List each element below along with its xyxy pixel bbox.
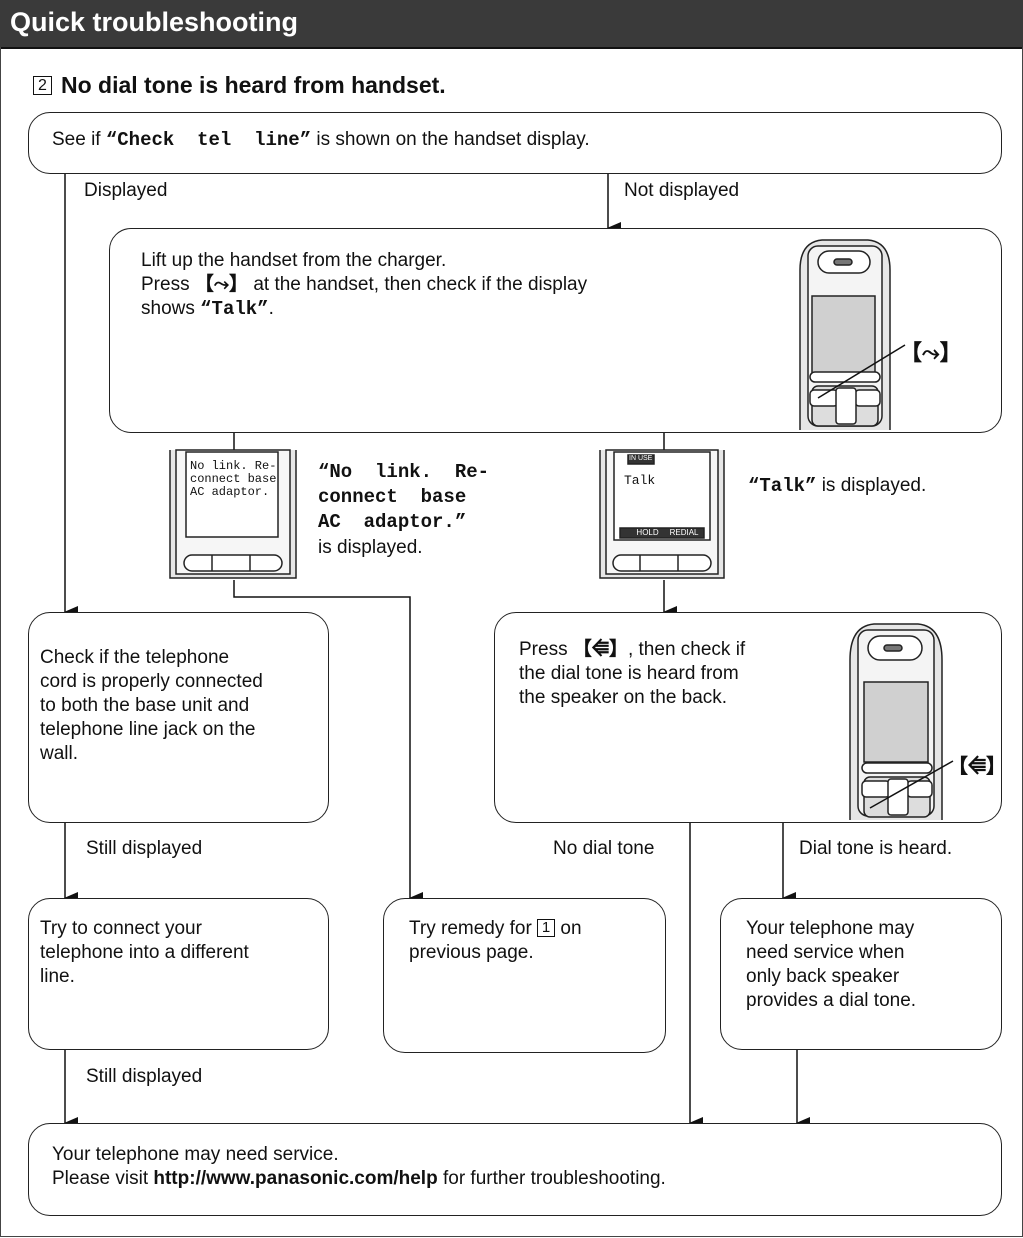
step-service-text: Your telephone may need service. Please … xyxy=(52,1143,666,1191)
talk-msg-post: is displayed. xyxy=(816,475,927,496)
check-display-post: is shown on the handset display. xyxy=(311,129,590,150)
label-still-displayed-1: Still displayed xyxy=(86,838,203,859)
speaker-line1-pre: Press xyxy=(519,639,573,660)
step-check-display-text: See if “Check tel line” is shown on the … xyxy=(52,128,590,152)
step-back-speaker-text: Your telephone may need service when onl… xyxy=(746,917,916,1013)
cord-line: cord is properly connected xyxy=(40,671,263,692)
step-speaker-text: Press 【⭅】, then check if the dial tone i… xyxy=(519,638,745,710)
different-line-line: telephone into a different xyxy=(40,942,249,963)
check-display-pre: See if xyxy=(52,129,106,150)
back-speaker-line: Your telephone may xyxy=(746,918,915,939)
check-display-code: “Check tel line” xyxy=(105,129,312,151)
different-line-line: line. xyxy=(40,966,75,987)
lcd-talk-text: Talk xyxy=(624,473,656,488)
lcd-nolink: No link. Re- connect base AC adaptor. xyxy=(190,460,276,499)
service-line1: Your telephone may need service. xyxy=(52,1144,339,1165)
remedy-line2: previous page. xyxy=(409,942,534,963)
remedy-post: on xyxy=(555,918,582,939)
back-speaker-line: need service when xyxy=(746,942,905,963)
cord-line: telephone line jack on the xyxy=(40,719,256,740)
label-displayed: Displayed xyxy=(84,180,168,201)
step-cord-text: Check if the telephone cord is properly … xyxy=(40,646,263,766)
step-cord-box xyxy=(28,612,329,823)
different-line-line: Try to connect your xyxy=(40,918,202,939)
speaker-line3: the speaker on the back. xyxy=(519,687,728,708)
nolink-msg-line3: AC adaptor.” xyxy=(318,511,467,533)
lcd-nolink-line: connect base xyxy=(190,472,277,486)
back-speaker-line: provides a dial tone. xyxy=(746,990,917,1011)
step-remedy-box xyxy=(383,898,666,1053)
lift-line2-pre: Press xyxy=(141,274,195,295)
lcd-softkey: REDIAL xyxy=(669,528,699,537)
lift-line1: Lift up the handset from the charger. xyxy=(141,250,447,271)
lift-line3-code: “Talk” xyxy=(200,298,269,320)
cord-line: to both the base unit and xyxy=(40,695,250,716)
lcd-softkey: HOLD xyxy=(636,528,659,537)
arrow-nolink-to-remedy xyxy=(233,580,423,904)
talk-msg-code: “Talk” xyxy=(748,475,817,497)
page-title: Quick troubleshooting xyxy=(10,7,298,37)
lcd-softkeys: HOLD REDIAL xyxy=(620,528,704,538)
step-service-box xyxy=(28,1123,1002,1216)
help-link[interactable]: http://www.panasonic.com/help xyxy=(153,1168,438,1189)
step-check-display-box xyxy=(28,112,1002,174)
step-lift-text: Lift up the handset from the charger. Pr… xyxy=(141,249,587,321)
talk-message: “Talk” is displayed. xyxy=(748,474,926,498)
lcd-nolink-line: No link. Re- xyxy=(190,459,277,473)
service-line2-pre: Please visit xyxy=(52,1168,154,1189)
remedy-pre: Try remedy for xyxy=(409,918,538,939)
nolink-msg-line4: is displayed. xyxy=(318,537,423,558)
cord-line: wall. xyxy=(40,743,79,764)
step-different-line-box xyxy=(28,898,329,1050)
lift-line2-post: at the handset, then check if the displa… xyxy=(248,274,588,295)
label-still-displayed-2: Still displayed xyxy=(86,1066,203,1087)
talk-key-icon: 【⤳】 xyxy=(194,274,249,295)
lift-line3-post: . xyxy=(268,298,274,319)
step-remedy-text: Try remedy for 1 on previous page. xyxy=(409,917,582,965)
speaker-key-icon: 【⭅】 xyxy=(572,639,628,660)
lift-line3-pre: shows xyxy=(141,298,201,319)
cord-line: Check if the telephone xyxy=(40,647,230,668)
section-title-text: No dial tone is heard from handset. xyxy=(61,72,446,98)
remedy-number: 1 xyxy=(537,919,556,937)
speaker-line1-post: , then check if xyxy=(627,639,746,660)
step-different-line-text: Try to connect your telephone into a dif… xyxy=(40,917,249,989)
nolink-msg-line1: “No link. Re- xyxy=(318,461,490,483)
speaker-line2: the dial tone is heard from xyxy=(519,663,739,684)
talk-key-callout: 【⤳】 xyxy=(900,340,962,365)
lcd-talk-status: IN USE xyxy=(629,455,653,462)
header-bar: Quick troubleshooting xyxy=(0,0,1023,49)
service-line2-post: for further troubleshooting. xyxy=(437,1168,666,1189)
section-title: 2 No dial tone is heard from handset. xyxy=(33,72,446,99)
label-no-dial-tone: No dial tone xyxy=(553,838,655,859)
nolink-message: “No link. Re- connect base AC adaptor.” … xyxy=(318,460,489,560)
lcd-nolink-line: AC adaptor. xyxy=(190,485,270,499)
back-speaker-line: only back speaker xyxy=(746,966,900,987)
nolink-msg-line2: connect base xyxy=(318,486,467,508)
label-dial-tone-heard: Dial tone is heard. xyxy=(799,838,953,859)
speaker-key-callout: 【⭅】 xyxy=(948,756,1006,778)
label-not-displayed: Not displayed xyxy=(624,180,740,201)
step-back-speaker-box xyxy=(720,898,1002,1050)
section-number: 2 xyxy=(33,76,52,95)
